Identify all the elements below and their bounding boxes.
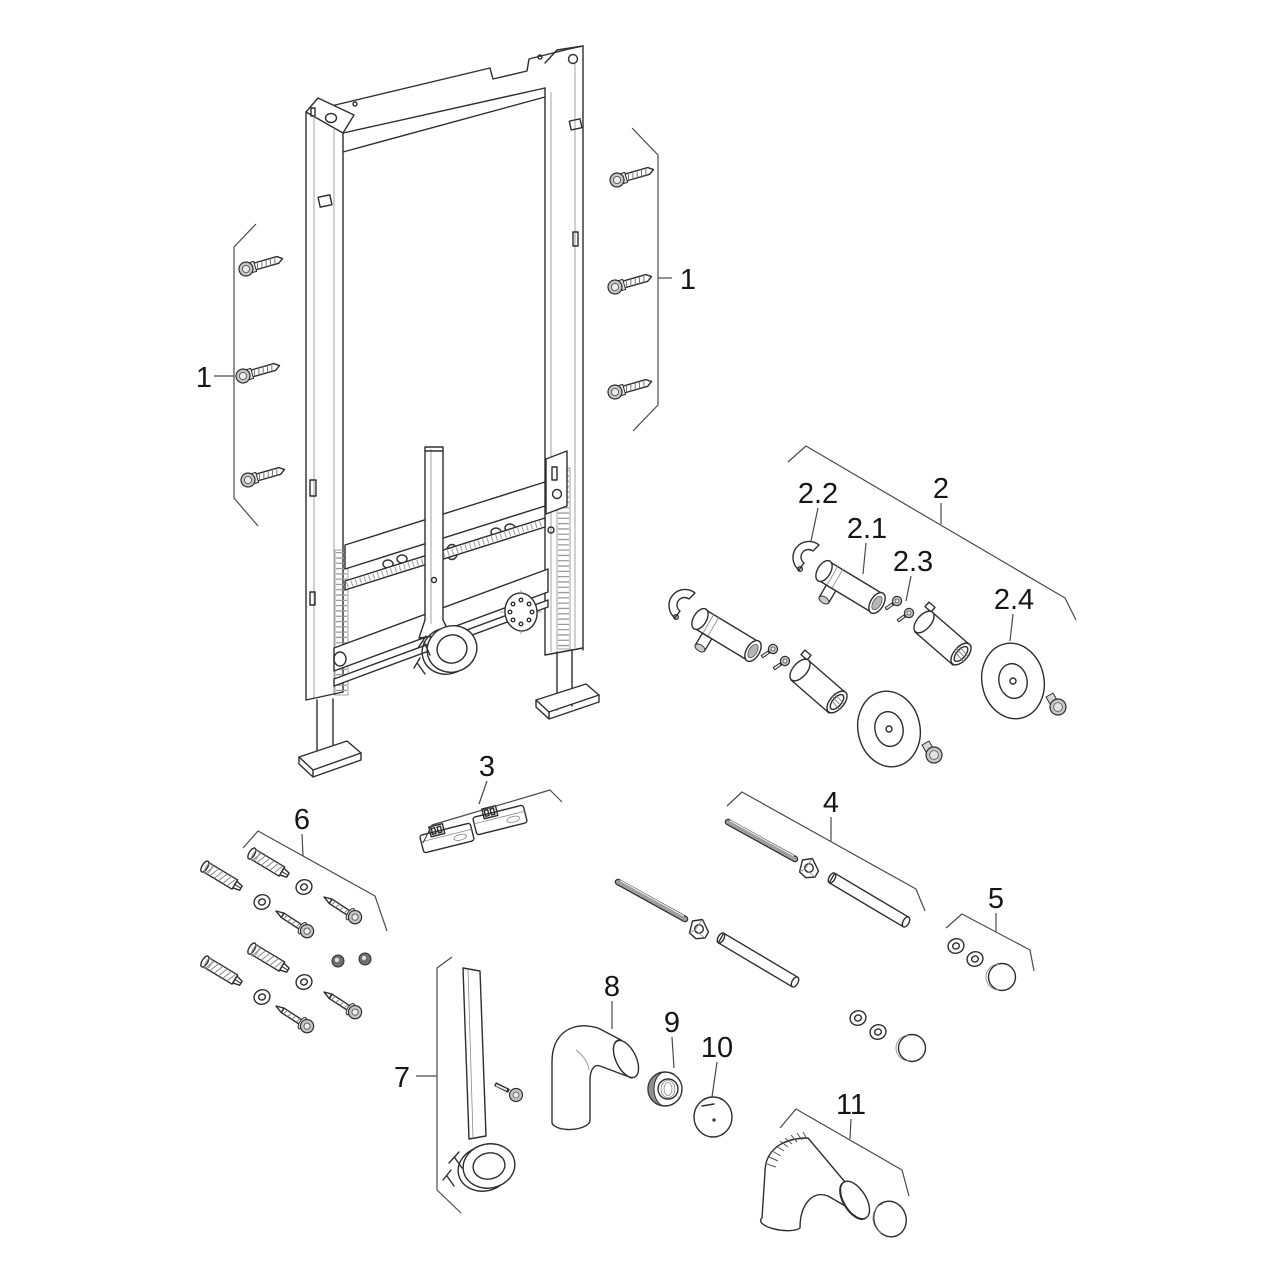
label-2-3: 2.3 <box>893 546 933 578</box>
label-7: 7 <box>394 1062 410 1094</box>
label-2-2: 2.2 <box>798 478 838 510</box>
label-6: 6 <box>294 804 310 836</box>
outlet-elbow <box>551 1025 640 1131</box>
label-10: 10 <box>701 1032 733 1064</box>
elbow-end-cap <box>872 1200 907 1238</box>
inspection-cap <box>693 1096 733 1138</box>
label-9: 9 <box>664 1007 680 1039</box>
label-2-4: 2.4 <box>994 584 1034 616</box>
label-11: 11 <box>836 1089 866 1121</box>
callout-labels: 1 1 2 2.2 2.1 2.3 2.4 3 4 5 6 7 8 9 10 1… <box>196 264 1034 1121</box>
threaded-rod-set <box>614 818 911 988</box>
label-2-1: 2.1 <box>847 513 887 545</box>
ribbed-elbow <box>759 1131 871 1232</box>
label-3: 3 <box>479 751 495 783</box>
label-1-right: 1 <box>680 264 696 296</box>
threaded-ring <box>647 1071 683 1107</box>
label-1-left: 1 <box>196 362 212 394</box>
label-8: 8 <box>604 971 620 1003</box>
label-4: 4 <box>823 787 839 819</box>
mounting-frame <box>298 45 600 778</box>
drain-pipe-bracket <box>442 967 524 1192</box>
label-5: 5 <box>988 883 1004 915</box>
callout-lines <box>214 127 1077 1214</box>
label-2: 2 <box>933 473 949 505</box>
